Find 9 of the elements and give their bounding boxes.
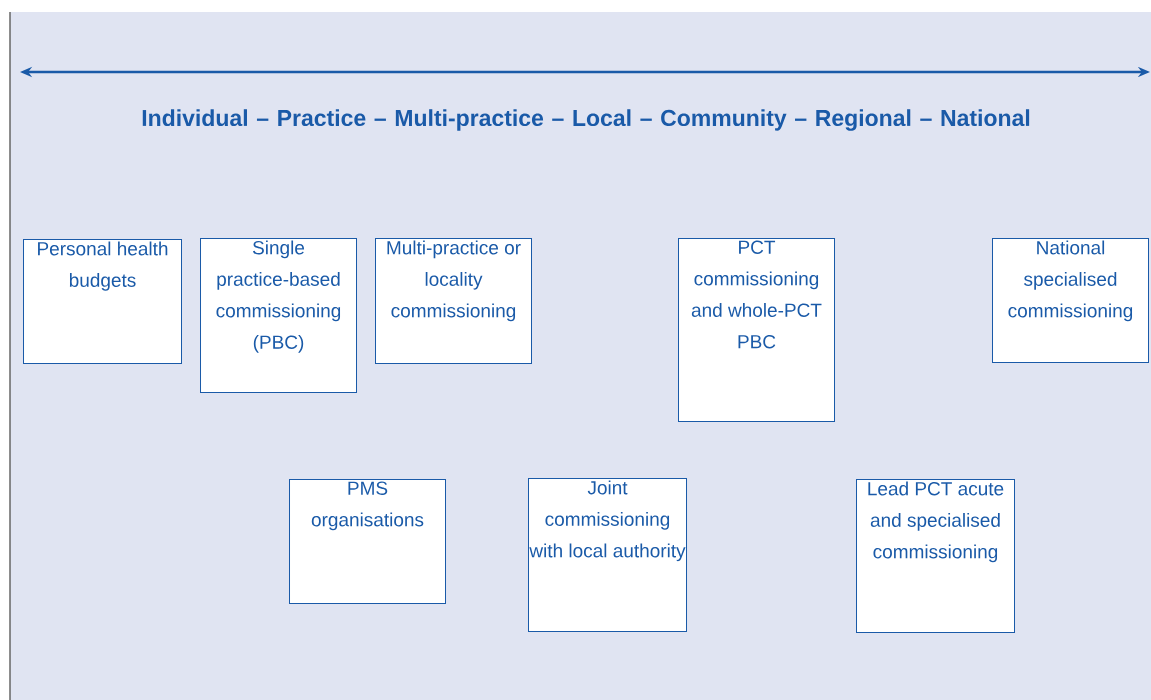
- text-box: Joint commissioning with local authority: [528, 478, 687, 632]
- text-box: Multi-practice or locality commissioning: [375, 238, 532, 364]
- scale-label: Individual – Practice – Multi-practice – Local – Community – Regional – National: [142, 109, 1030, 131]
- text-box: National specialised commissioning: [992, 238, 1149, 363]
- text-box: PMS organisations: [289, 479, 446, 604]
- text-box: Lead PCT acute and specialised commissioning: [856, 479, 1015, 633]
- text-box: Personal health budgets: [23, 239, 182, 364]
- text-box: PCT commissioning and whole-PCT PBC: [678, 238, 835, 422]
- text-box: Single practice-based commissioning (PBC): [200, 238, 357, 393]
